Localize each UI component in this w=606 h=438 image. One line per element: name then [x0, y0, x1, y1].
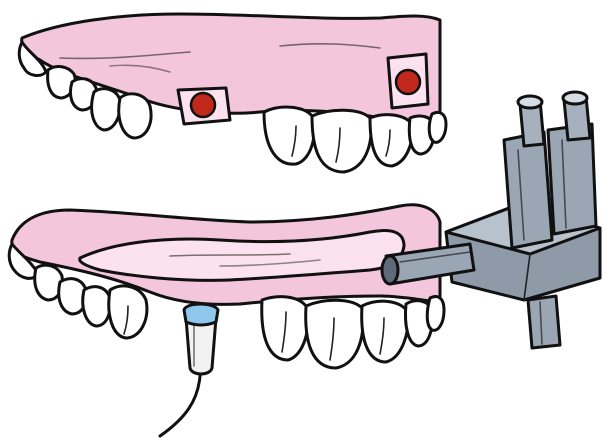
tooth [264, 107, 314, 164]
probe-tip [184, 304, 218, 325]
rod-end [382, 256, 398, 284]
tooth [83, 287, 111, 326]
rod-cap [563, 92, 587, 104]
tooth [312, 110, 371, 172]
red-dot-icon [396, 70, 420, 94]
twin-rods [504, 92, 596, 248]
implant-marker-left [178, 88, 230, 124]
tooth [306, 300, 363, 368]
tooth [119, 94, 151, 138]
tooth [427, 297, 444, 331]
clamp-post [528, 296, 560, 348]
upper-denture [19, 14, 446, 172]
tooth [92, 89, 121, 130]
probe-cable [160, 376, 200, 436]
tooth [370, 115, 412, 166]
lower-denture [9, 205, 444, 436]
implant-marker-right [388, 54, 428, 108]
scan-probe [160, 304, 218, 436]
tooth [429, 112, 446, 142]
rod-cap [518, 96, 542, 108]
tooth [362, 301, 409, 362]
rod-body [504, 132, 552, 248]
red-dot-icon [191, 93, 215, 117]
